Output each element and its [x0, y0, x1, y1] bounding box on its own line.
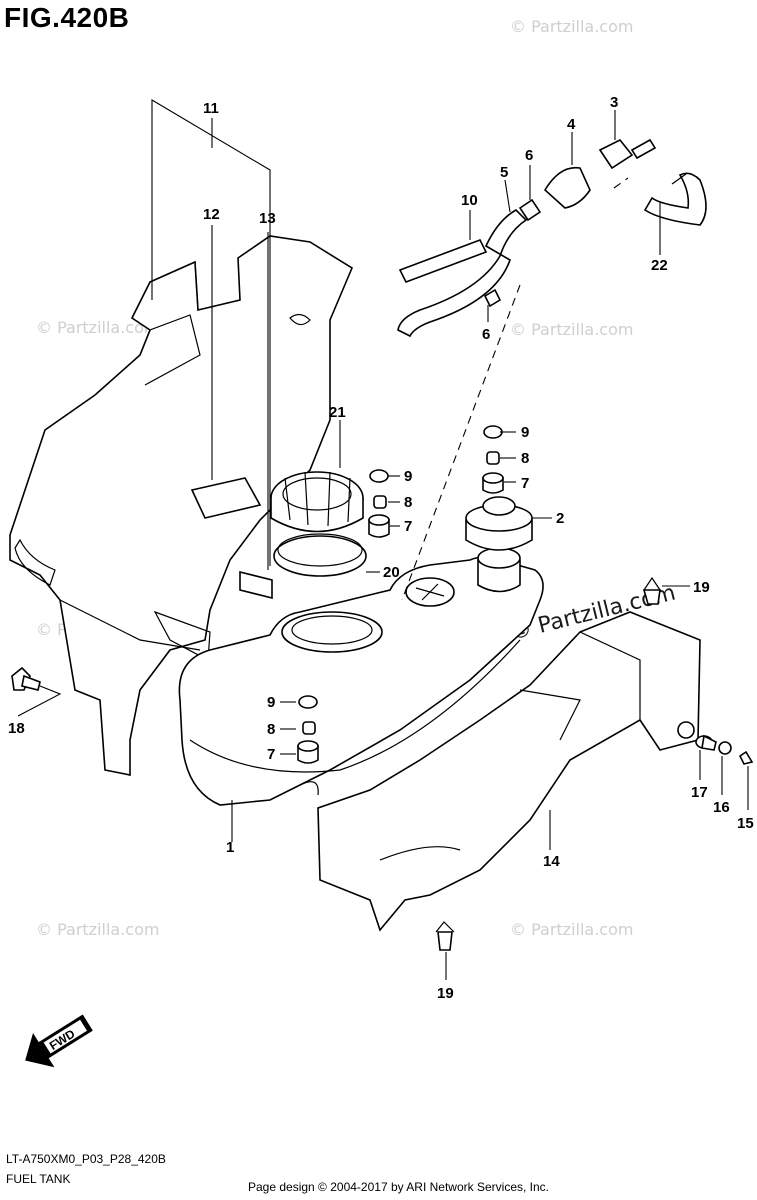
- callout-17: 17: [691, 784, 708, 801]
- fastener-stack-lower: [297, 695, 319, 764]
- callout-19b: 19: [437, 985, 454, 1002]
- fastener-15-17: [695, 734, 754, 765]
- assembly-lines: [401, 177, 629, 601]
- callout-20: 20: [383, 564, 400, 581]
- watermark: © Partzilla.com: [510, 920, 633, 939]
- callout-7b: 7: [404, 518, 412, 535]
- clip-19-upper: [642, 576, 661, 605]
- callout-22: 22: [651, 257, 668, 274]
- callout-2: 2: [556, 510, 564, 527]
- fastener-stack-center: [368, 469, 390, 538]
- leader-lines: [17, 110, 749, 980]
- clip-19-lower: [435, 921, 455, 951]
- callout-11: 11: [203, 100, 219, 117]
- pump-rings: [270, 471, 367, 577]
- callout-10: 10: [461, 192, 478, 209]
- group-bracket: [151, 99, 271, 570]
- callout-14: 14: [543, 853, 560, 870]
- filler-cap: [465, 496, 533, 593]
- callouts: 1 2 3 4 5 6 6 7 7 7 8 8 8 9 9 9 10 11 12…: [8, 94, 754, 1002]
- tank-guard: [9, 235, 354, 776]
- callout-8b: 8: [404, 494, 412, 511]
- callout-8c: 8: [267, 721, 275, 738]
- watermark: © Partzilla.com: [36, 920, 159, 939]
- callout-9c: 9: [267, 694, 275, 711]
- watermark: © Partzilla.com: [510, 320, 633, 339]
- diagram-code: LT-A750XM0_P03_P28_420B: [6, 1152, 166, 1166]
- callout-7a: 7: [521, 475, 529, 492]
- callout-8a: 8: [521, 450, 529, 467]
- breather-hose: [397, 138, 657, 338]
- callout-15: 15: [737, 815, 754, 832]
- callout-19a: 19: [693, 579, 710, 596]
- figure-title: FIG.420B: [4, 2, 130, 33]
- callout-9b: 9: [404, 468, 412, 485]
- callout-3: 3: [610, 94, 618, 111]
- callout-9a: 9: [521, 424, 529, 441]
- callout-16: 16: [713, 799, 730, 816]
- callout-1: 1: [226, 839, 234, 856]
- callout-6b: 6: [482, 326, 490, 343]
- watermark: © Partzilla.com: [36, 318, 159, 337]
- callout-12: 12: [203, 206, 220, 223]
- callout-5: 5: [500, 164, 508, 181]
- fastener-stack-upper: [482, 425, 504, 494]
- watermark: © Partzilla.com: [510, 17, 633, 36]
- side-cover: [317, 611, 701, 932]
- callout-4: 4: [567, 116, 576, 133]
- callout-13: 13: [259, 210, 276, 227]
- copyright-notice: Page design © 2004-2017 by ARI Network S…: [248, 1180, 550, 1194]
- hose-22: [643, 172, 707, 226]
- fwd-arrow: FWD: [25, 1014, 93, 1068]
- callout-18: 18: [8, 720, 25, 737]
- fuel-tank: [178, 556, 544, 806]
- callout-6a: 6: [525, 147, 533, 164]
- diagram-name: FUEL TANK: [6, 1172, 71, 1186]
- bolt-18: [11, 666, 41, 691]
- callout-21: 21: [329, 404, 346, 421]
- callout-7c: 7: [267, 746, 275, 763]
